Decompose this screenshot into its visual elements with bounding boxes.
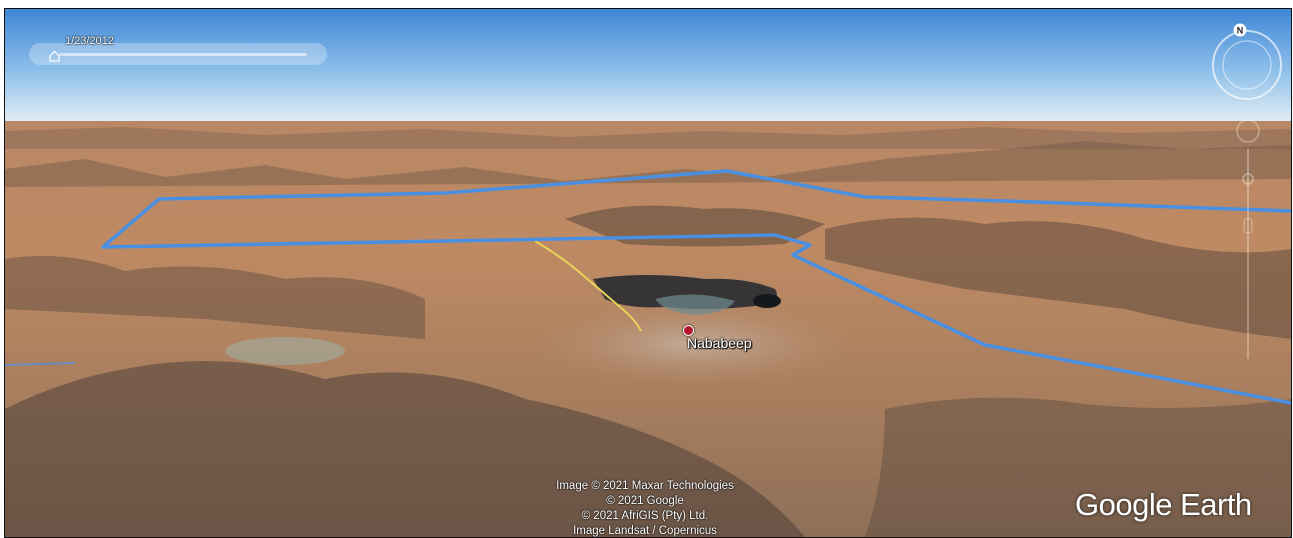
- attribution-line: Image Landsat / Copernicus: [573, 525, 717, 537]
- boundary-outline[interactable]: [101, 169, 1291, 405]
- distant-ridge: [5, 127, 1291, 149]
- left-line: [5, 362, 76, 366]
- terrain-imagery[interactable]: [5, 9, 1291, 537]
- google-earth-logo: Google Earth: [1075, 487, 1252, 522]
- compass-icon[interactable]: N: [1207, 21, 1287, 101]
- sky: [5, 9, 1291, 123]
- timeline-date: 1/23/2012: [65, 35, 114, 47]
- road: [534, 240, 642, 332]
- mountain-west: [5, 255, 425, 339]
- mid-ridge: [5, 141, 1291, 187]
- tailings: [655, 294, 735, 315]
- attribution-line: © 2021 AfriGIS (Pty) Ltd.: [581, 510, 709, 522]
- dark-pond: [753, 294, 781, 308]
- attribution-line: Image © 2021 Maxar Technologies: [556, 480, 734, 492]
- time-slider[interactable]: [29, 43, 327, 65]
- time-slider-track[interactable]: [59, 53, 307, 56]
- place-label[interactable]: Nababeep: [687, 335, 752, 351]
- north-label: N: [1237, 26, 1244, 36]
- map-viewport[interactable]: 1/23/2012 N Nababeep Image © 2021 Maxar …: [4, 8, 1292, 538]
- light-patch: [225, 337, 345, 365]
- attribution-line: © 2021 Google: [606, 495, 684, 507]
- mountain-east: [825, 217, 1291, 339]
- town-area: [525, 299, 865, 389]
- mountain-south: [5, 361, 805, 537]
- mountain-southeast: [865, 397, 1291, 537]
- zoom-slider[interactable]: [1235, 109, 1261, 369]
- imagery-attribution: Image © 2021 Maxar Technologies © 2021 G…: [525, 479, 765, 537]
- home-icon[interactable]: [49, 50, 60, 62]
- place-marker-icon[interactable]: [683, 325, 694, 336]
